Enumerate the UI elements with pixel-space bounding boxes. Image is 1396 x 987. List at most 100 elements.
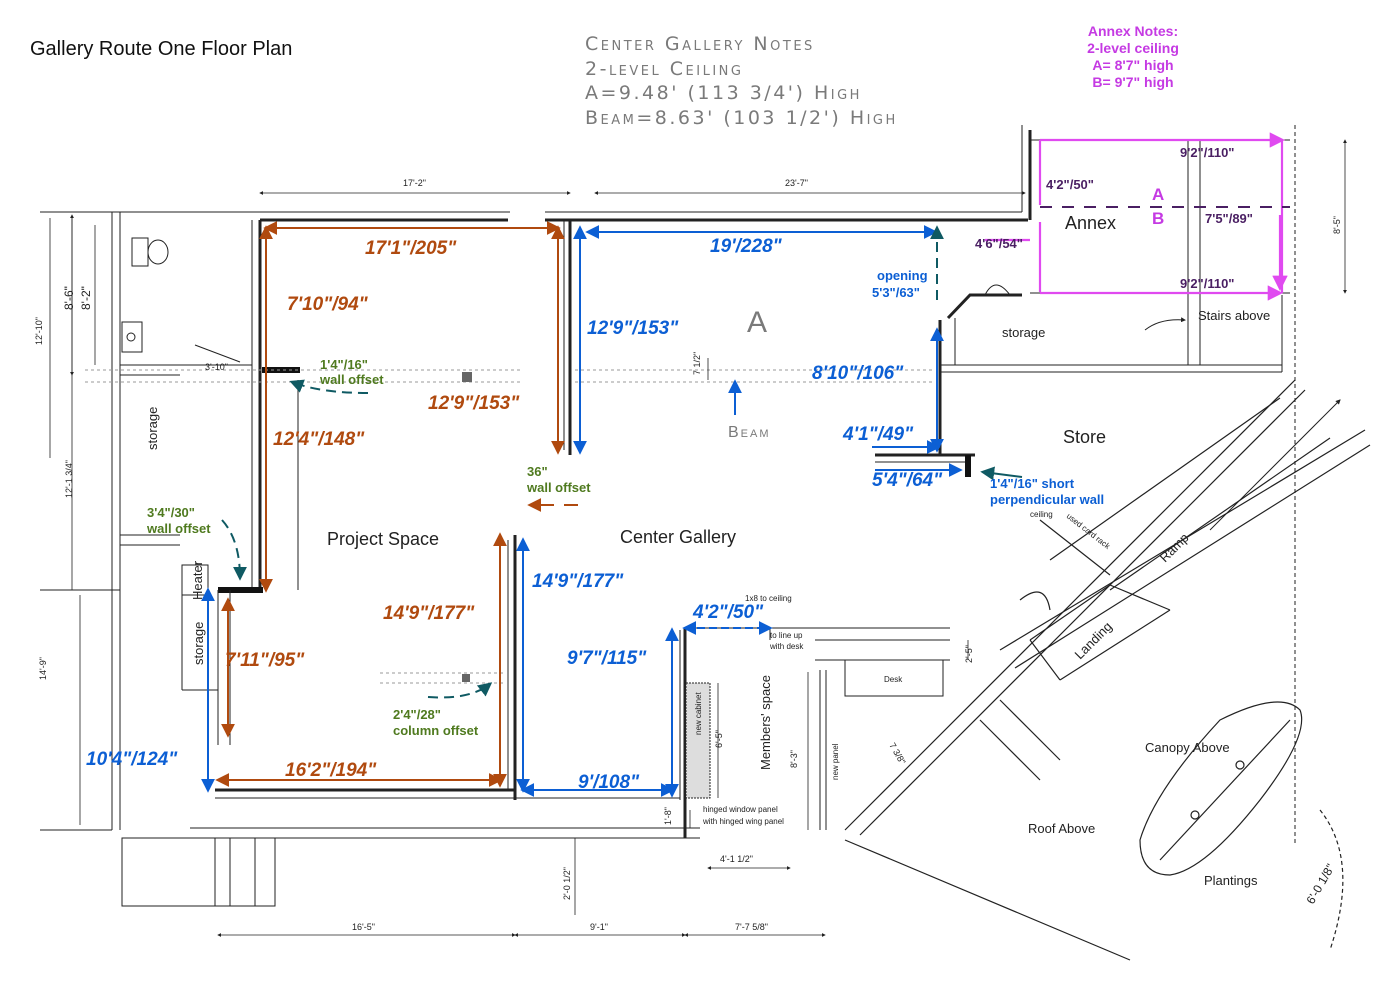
center-notes-line: Beam=8.63' (103 1/2') High	[585, 106, 898, 129]
magenta-dim-label: 7'5"/89"	[1205, 211, 1253, 226]
arch-dim: 7 1/2"	[692, 352, 702, 375]
small-note: to line up	[770, 631, 803, 640]
orange-labels: 17'1"/205" 7'10"/94" 12'9"/153" 12'4"/14…	[225, 238, 520, 781]
blue-dim-label: 5'4"/64"	[872, 470, 943, 491]
annex-notes-heading: Annex Notes:	[1087, 23, 1179, 39]
small-note: with hinged wing panel	[702, 817, 784, 826]
arch-dim: 8'-3"	[789, 750, 799, 768]
arch-dim-labels-large: 8'-6" 8'-2"	[62, 286, 93, 310]
ramp-arrow	[1144, 317, 1341, 531]
arch-dim: 8'-5"	[1332, 216, 1342, 234]
room-storage-left2: storage	[191, 622, 206, 665]
small-notes: 1x8 to ceiling to line up with desk Desk…	[694, 510, 1112, 826]
magenta-dim-label: 9'2"/110"	[1180, 276, 1234, 291]
blue-dim-label: 9'7"/115"	[567, 648, 647, 669]
small-note: Desk	[884, 675, 903, 684]
center-notes-line: A=9.48' (113 3/4') High	[585, 82, 862, 104]
green-note: wall offset	[146, 521, 211, 536]
green-note: column offset	[393, 723, 479, 738]
orange-dim-label: 7'10"/94"	[287, 294, 369, 315]
canopy-outline	[1139, 701, 1344, 951]
column-marker	[462, 674, 470, 682]
blue-dim-label: 14'9"/177"	[532, 571, 624, 592]
arch-dim: 3'-10"	[205, 362, 228, 372]
beam-line	[85, 369, 935, 684]
ramp-structure	[844, 379, 1371, 961]
small-note: new cabinet	[694, 692, 703, 735]
arch-dims	[49, 139, 1347, 937]
arch-dim: 4'-1 1/2"	[720, 854, 753, 864]
arch-dim: 6'-0 1/8"	[1303, 861, 1337, 906]
green-note: 1'4"/16"	[320, 357, 368, 372]
purple-dim-label: 4'2"/50"	[1046, 177, 1094, 192]
blue-dim-label: 8'10"/106"	[812, 363, 904, 384]
room-members-space: Members' space	[758, 675, 773, 770]
room-canopy-above: Canopy Above	[1145, 740, 1230, 755]
walls	[40, 125, 1296, 907]
room-roof-above: Roof Above	[1028, 821, 1095, 836]
center-notes-line: 2-level Ceiling	[585, 57, 744, 80]
short-wall-label: perpendicular wall	[990, 492, 1104, 507]
arch-dim: 8'-6"	[62, 286, 76, 310]
room-project-space: Project Space	[327, 529, 439, 549]
center-notes-heading: Center Gallery Notes	[585, 33, 815, 55]
green-note: 2'4"/28"	[393, 707, 441, 722]
page-title: Gallery Route One Floor Plan	[30, 38, 293, 60]
arch-dim-labels: 17'-2" 23'-7" 3'-10" 16'-5" 9'-1" 7'-7 5…	[34, 178, 1342, 932]
green-labels: 1'4"/16" wall offset 36" wall offset 3'4…	[146, 357, 591, 738]
small-note: new panel	[831, 743, 840, 780]
blue-dim-label: 12'9"/153"	[587, 318, 679, 339]
blue-dim-label: 4'2"/50"	[692, 602, 764, 623]
green-note: wall offset	[526, 480, 591, 495]
column-marker	[462, 372, 472, 382]
room-annex: Annex	[1065, 213, 1116, 233]
magenta-dims	[985, 132, 1288, 301]
blue-dims	[201, 225, 963, 798]
toilet-icon	[131, 237, 169, 267]
orange-dims	[215, 221, 578, 788]
magenta-dim-label: 4'6"/54"	[975, 236, 1023, 251]
room-storage: storage	[1002, 325, 1045, 340]
arch-dim: 9'-1"	[590, 922, 608, 932]
annex-notes: Annex Notes: 2-level ceiling A= 8'7" hig…	[1066, 23, 1200, 91]
teal-arrows	[221, 225, 1023, 699]
annex-notes-line: A= 8'7" high	[1092, 57, 1174, 73]
orange-dim-label: 7'11"/95"	[225, 650, 305, 671]
blue-small-labels: opening 5'3"/63" 1'4"/16" short perpendi…	[872, 268, 1104, 507]
orange-dim-label: 12'9"/153"	[428, 393, 520, 414]
arch-dim: 2'-0 1/2"	[562, 867, 572, 900]
blue-dim-label: 19'/228"	[710, 236, 783, 257]
orange-dim-label: 12'4"/148"	[273, 429, 365, 450]
arch-dim: 12'-1 3/4"	[64, 460, 74, 498]
small-note: ceiling	[1030, 510, 1053, 519]
arch-dim: 17'-2"	[403, 178, 426, 188]
opening-value: 5'3"/63"	[872, 285, 920, 300]
small-note: hinged window panel	[703, 805, 778, 814]
blue-dim-label: 10'4"/124"	[86, 749, 178, 770]
annex-notes-line: 2-level ceiling	[1087, 40, 1179, 56]
room-plantings: Plantings	[1204, 873, 1258, 888]
orange-dim-label: 14'9"/177"	[383, 603, 475, 624]
arch-dim: 8'-2"	[79, 286, 93, 310]
orange-dim-label: 17'1"/205"	[365, 238, 457, 259]
beam-label: Beam	[728, 424, 771, 441]
room-landing: Landing	[1072, 619, 1115, 662]
arch-dim: 23'-7"	[785, 178, 808, 188]
annex-b-label: B	[1152, 209, 1164, 228]
magenta-labels: 9'2"/110" 7'5"/89" 9'2"/110" 4'6"/54" 4'…	[975, 145, 1253, 291]
arch-dim: 1'-8"	[663, 807, 673, 825]
blue-dim-label: 9'/108"	[578, 772, 640, 793]
room-storage-left: storage	[145, 407, 160, 450]
green-note: wall offset	[319, 372, 384, 387]
blue-dim-label: 4'1"/49"	[842, 424, 914, 445]
arch-dim: 2'-5"	[964, 645, 974, 663]
sink-icon	[121, 321, 143, 353]
small-note: with desk	[769, 642, 804, 651]
annex-a-label: A	[1152, 185, 1164, 204]
arch-dim: 12'-10"	[34, 317, 44, 345]
green-note: 36"	[527, 464, 548, 479]
opening-label: opening	[877, 268, 928, 283]
zone-a-label: A	[747, 306, 767, 339]
